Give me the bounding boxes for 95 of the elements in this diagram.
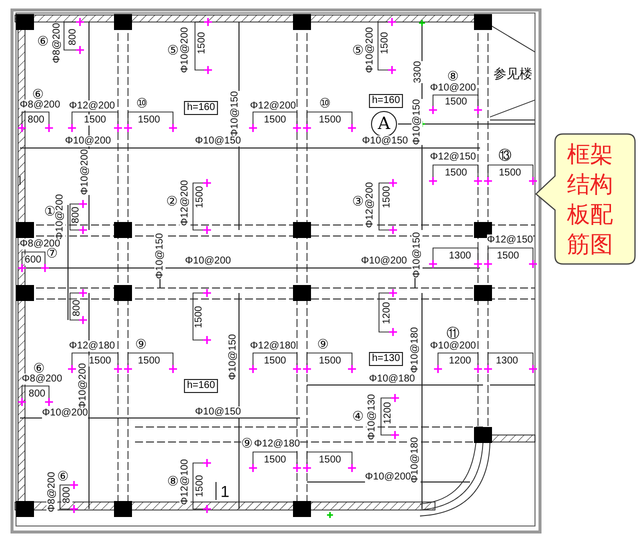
rebar-spec: Φ10@150 [412,232,422,278]
rebar-mark: ⑨ [241,438,253,450]
rebar-spec: Φ10@150 [412,99,422,145]
dimension-text: 1500 [318,454,342,466]
rebar-mark: ⑪ [446,328,460,340]
rebar-spec: Φ10@200 [365,472,411,482]
dimension-text: 1500 [84,114,106,126]
rebar-mark: ⑨ [135,338,147,352]
dimension-text: 1500 [498,168,522,178]
dimension-text: 800 [68,28,78,46]
rebar-mark: ⑤ [352,44,364,58]
dimension-text: 1500 [318,356,342,366]
rebar-spec: Φ10@200 [54,194,66,240]
rebar-spec: Φ10@200 [185,256,231,266]
rebar-mark: ① [44,206,56,218]
dimension-text: 1200 [382,402,394,424]
dimension-text: 1500 [264,454,286,466]
rebar-mark: ⑨ [317,338,329,352]
rebar-spec: Φ12@200 [69,100,115,112]
dimension-text: 1300 [496,356,518,366]
dimension-text: 800 [28,114,44,126]
dimension-text: 800 [70,206,82,224]
dimension-text: 1500 [382,186,392,208]
rebar-spec: Φ12@200 [364,182,376,228]
rebar-spec: Φ12@200 [180,180,190,226]
dimension-text: 1500 [194,474,206,498]
rebar-mark: ⑥ [57,470,69,484]
rebar-spec: Φ10@200 [430,340,476,352]
rebar-spec: Φ12@100 [180,459,190,505]
dimension-text: 1300 [448,250,472,262]
rebar-spec: Φ8@200 [22,374,62,384]
dimension-text: 1500 [138,114,160,126]
rebar-spec: Φ10@180 [410,327,420,373]
rebar-spec: Φ10@150 [154,233,166,279]
dimension-text: 1200 [448,356,472,366]
rebar-spec: Φ10@200 [364,27,376,73]
dimension-text: 1500 [380,32,390,54]
note-text: 参见楼 [494,68,532,82]
rebar-spec: Φ10@150 [228,334,238,380]
rebar-spec: Φ10@180 [410,437,420,483]
rebar-spec: Φ10@150 [362,136,408,146]
rebar-mark: ⑩ [136,98,148,110]
dimension-text: 800 [28,388,46,400]
dimension-text: 600 [24,254,42,266]
rebar-spec: Φ10@200 [180,27,190,73]
dimension-text: 1500 [196,32,208,54]
dimension-text: 1500 [264,114,286,126]
rebar-spec: Φ10@150 [195,406,241,418]
rebar-spec: Φ12@200 [250,100,296,112]
rebar-spec: Φ10@180 [369,374,415,384]
slab-thickness-box: h=160 [184,101,218,115]
rebar-spec: Φ8@200 [20,100,60,110]
rebar-mark: ⑤ [167,44,179,58]
rebar-mark: ⑩ [319,98,331,110]
rebar-mark: ⑧ [447,70,459,84]
rebar-spec: Φ12@150 [430,152,476,162]
dimension-text: 3300 [412,60,424,84]
dimension-text: 1500 [194,306,204,328]
rebar-spec: Φ10@200 [42,408,88,418]
rebar-spec: Φ10@200 [78,363,88,409]
rebar-spec: Φ10@150 [230,91,240,137]
rebar-spec: Φ12@150 [487,234,533,246]
dimension-text: 1500 [444,168,468,178]
rebar-spec: Φ10@130 [366,394,378,440]
rebar-mark: ⑦ [46,248,58,260]
rebar-spec: Φ10@200 [430,82,476,94]
dimension-text: 800 [72,300,82,316]
rebar-mark: ③ [352,196,364,208]
rebar-mark: ⑥ [37,36,49,48]
dimension-text: 1500 [138,356,160,366]
dimension-text: 1500 [318,114,342,126]
rebar-spec: Φ12@180 [69,340,115,352]
rebar-spec: Φ10@200 [80,149,90,195]
rebar-spec: Φ10@200 [361,256,407,266]
dimension-text: 1500 [194,186,206,208]
dimension-text: 1500 [264,356,286,366]
rebar-mark: ⑬ [498,150,512,162]
rebar-spec: Φ12@180 [254,438,300,450]
dimension-text: 1500 [496,250,520,262]
dimension-text: 800 [62,486,72,504]
rebar-mark: ⑧ [167,476,179,488]
rebar-spec: Φ8@200 [46,472,58,512]
dimension-text: 1500 [444,96,468,108]
rebar-spec: Φ10@200 [65,136,111,146]
slab-thickness-box: h=130 [368,352,404,366]
rebar-mark: ④ [352,410,364,424]
rebar-spec: Φ8@200 [20,238,60,250]
slab-thickness-box: h=160 [184,379,218,393]
rebar-spec: Φ12@180 [250,340,296,352]
rebar-spec: Φ8@200 [52,22,62,64]
rebar-mark: ② [166,196,178,208]
dimension-text: 1500 [88,356,112,366]
slab-thickness-box: h=160 [368,94,404,108]
rebar-spec: Φ10@150 [195,136,241,146]
dimension-text: 1200 [382,302,392,324]
